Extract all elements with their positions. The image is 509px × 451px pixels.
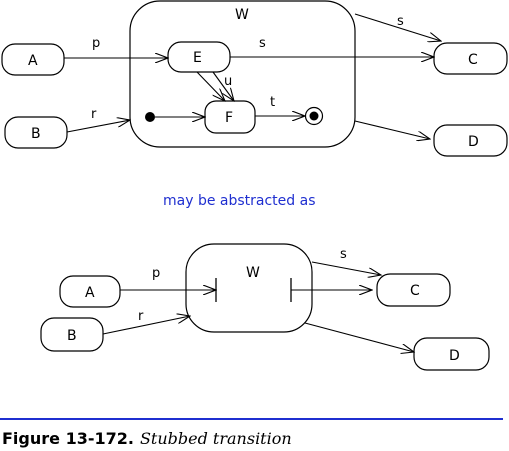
- state-c-bottom: [376, 273, 451, 307]
- abstraction-note: may be abstracted as: [163, 193, 316, 209]
- transition-w-to-d-top: [354, 120, 430, 139]
- initial-pseudostate: [145, 112, 155, 122]
- state-a-top: [1, 43, 65, 76]
- transition-s-inner-label: s: [259, 36, 266, 51]
- figure-number: Figure 13-172.: [2, 429, 134, 448]
- figure-caption: Figure 13-172. Stubbed transition: [2, 429, 292, 448]
- transition-r-bottom: [102, 316, 190, 335]
- state-a-bottom: [59, 275, 121, 308]
- transition-r-top: [66, 120, 130, 133]
- state-b-bottom-label: B: [67, 328, 77, 344]
- state-d-top-label: D: [468, 134, 479, 150]
- transition-u: [196, 71, 225, 101]
- caption-divider: [0, 418, 503, 420]
- state-c-top-label: C: [468, 52, 478, 68]
- state-a-bottom-label: A: [85, 285, 95, 301]
- transition-p-top-label: p: [92, 36, 100, 51]
- transition-s-outer: [354, 13, 441, 41]
- transition-s-outer-label: s: [397, 14, 404, 29]
- state-e-label: E: [193, 50, 202, 66]
- transition-u-label: u: [224, 74, 232, 89]
- composite-state-w-bottom: [185, 243, 313, 333]
- state-d-bottom-label: D: [449, 348, 460, 364]
- state-a-top-label: A: [28, 53, 38, 69]
- transition-s-bottom-label: s: [340, 247, 347, 262]
- state-b-top: [4, 116, 68, 149]
- transition-r-top-label: r: [91, 107, 97, 122]
- composite-label-w-top: W: [235, 7, 249, 23]
- final-state-inner: [309, 111, 319, 121]
- state-f-label: F: [225, 110, 233, 126]
- transition-w-to-d-bottom: [304, 322, 414, 352]
- transition-s-bottom: [311, 261, 381, 275]
- state-c-bottom-label: C: [410, 283, 420, 299]
- state-b-bottom: [40, 317, 104, 352]
- state-b-top-label: B: [31, 126, 41, 142]
- state-d-top: [433, 124, 508, 157]
- figure-title: Stubbed transition: [139, 429, 292, 448]
- transition-u-branch: [212, 71, 234, 101]
- transition-r-bottom-label: r: [138, 309, 144, 324]
- composite-state-w-top: [129, 0, 356, 148]
- transition-p-bottom-label: p: [152, 266, 160, 281]
- composite-label-w-bottom: W: [246, 265, 260, 281]
- transition-t-label: t: [270, 95, 275, 110]
